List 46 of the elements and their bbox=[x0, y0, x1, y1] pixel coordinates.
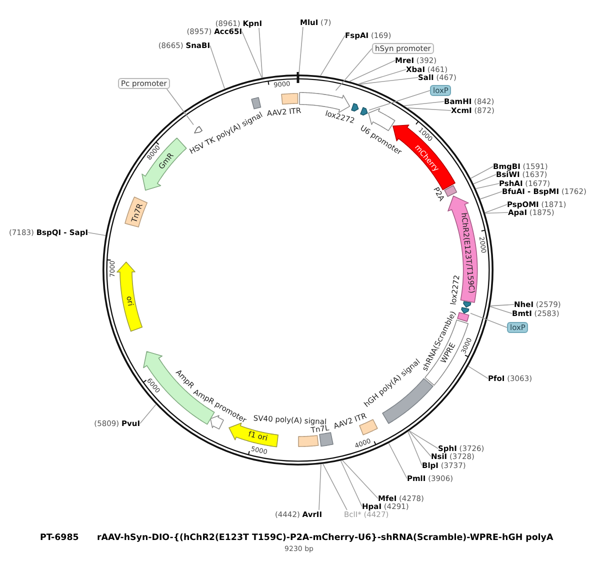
leader-line bbox=[318, 464, 322, 510]
leader-line bbox=[406, 108, 452, 111]
feature-block bbox=[381, 376, 434, 425]
gene-feature bbox=[142, 350, 216, 426]
plasmid-id: PT-6985 bbox=[40, 533, 79, 543]
feature-block bbox=[318, 431, 335, 448]
leader-line bbox=[88, 232, 106, 236]
leader-line bbox=[166, 88, 194, 126]
leader-line bbox=[358, 69, 406, 84]
leader-line bbox=[468, 366, 488, 379]
leader-line bbox=[408, 430, 432, 457]
leader-line bbox=[335, 48, 372, 91]
leader-line bbox=[320, 35, 346, 76]
leader-line bbox=[475, 183, 500, 190]
leader-line bbox=[349, 60, 396, 82]
lox-site-marker bbox=[359, 106, 370, 116]
feature-block bbox=[280, 92, 299, 106]
leader-line bbox=[358, 77, 418, 85]
leader-line bbox=[484, 212, 508, 214]
lox-site-marker bbox=[462, 300, 472, 309]
leader-line bbox=[342, 460, 378, 499]
leader-line bbox=[408, 431, 422, 466]
leader-line bbox=[480, 191, 502, 200]
feature-block bbox=[456, 311, 471, 324]
feature-block bbox=[443, 184, 459, 198]
leader-line bbox=[470, 166, 494, 179]
leader-line bbox=[258, 28, 263, 78]
leader-line bbox=[490, 304, 514, 306]
leader-line bbox=[242, 31, 262, 78]
leader-line bbox=[473, 174, 496, 184]
leader-line bbox=[484, 204, 508, 214]
lox-site-marker bbox=[460, 306, 470, 316]
promoter-feature bbox=[192, 124, 204, 134]
leader-line bbox=[322, 464, 348, 510]
leader-line bbox=[470, 312, 508, 328]
map-title: rAAV-hSyn-DIO-{(hChR2(E123T T159C)-P2A-mCherry-U6}-shRNA(Scramble)-WPRE-hGH polyA bbox=[97, 533, 554, 543]
leader-line bbox=[140, 404, 156, 424]
feature-block bbox=[250, 96, 262, 110]
leader-line bbox=[388, 442, 408, 479]
leader-line bbox=[340, 460, 362, 507]
feature-block bbox=[296, 434, 320, 448]
leader-line bbox=[490, 306, 512, 314]
leader-line bbox=[210, 45, 226, 90]
leader-line bbox=[408, 430, 438, 449]
leader-line bbox=[298, 26, 304, 75]
leader-line bbox=[404, 101, 444, 106]
